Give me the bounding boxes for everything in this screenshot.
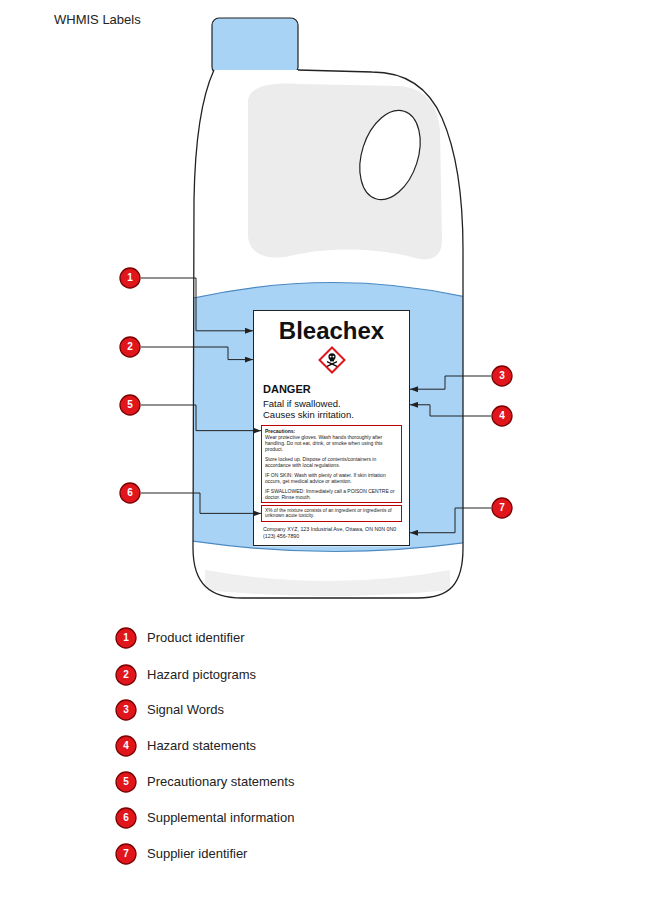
callout-circle bbox=[120, 337, 140, 357]
precautionary-statement: Store locked up. Dispose of contents/con… bbox=[265, 456, 398, 468]
key-number: 5 bbox=[115, 771, 137, 793]
diagram-title: WHMIS Labels bbox=[54, 12, 141, 28]
callout-number: 3 bbox=[491, 365, 513, 387]
key-number: 6 bbox=[115, 807, 137, 829]
legend-description: Hazard pictograms bbox=[147, 667, 256, 683]
legend-description: Precautionary statements bbox=[147, 774, 294, 790]
label-ground bbox=[253, 310, 410, 546]
leader-arrow bbox=[410, 376, 491, 389]
key-number: 2 bbox=[115, 664, 137, 686]
callout-circle bbox=[116, 772, 136, 792]
key-number: 5 bbox=[115, 771, 137, 793]
key-number: 2 bbox=[115, 664, 137, 686]
callout-number: 6 bbox=[119, 482, 141, 504]
leader-arrow bbox=[141, 278, 253, 331]
leader-arrow bbox=[141, 405, 261, 431]
skull-jaw bbox=[330, 358, 334, 361]
callout-circle bbox=[116, 628, 136, 648]
legend-description: Supplemental information bbox=[147, 810, 294, 826]
leader-arrow bbox=[410, 508, 491, 533]
callout-number: 4 bbox=[491, 405, 513, 427]
callout-circle bbox=[116, 808, 136, 828]
supplemental-box: X% of the mixture consists of an ingredi… bbox=[261, 505, 402, 523]
key-number: 7 bbox=[115, 843, 137, 865]
callout-circle bbox=[120, 268, 140, 288]
precautionary-statement: Wear protective gloves. Wash hands thoro… bbox=[265, 434, 398, 452]
hazard-pictogram bbox=[318, 346, 346, 374]
supplier-identifier: Company XYZ, 123 Industrial Ave, Ottawa,… bbox=[261, 526, 402, 539]
callout-number: 6 bbox=[119, 482, 141, 504]
key-number: 3 bbox=[115, 699, 137, 721]
key-number: 6 bbox=[115, 807, 137, 829]
callout-circle bbox=[116, 700, 136, 720]
key-number: 4 bbox=[115, 735, 137, 757]
key-number: 1 bbox=[115, 627, 137, 649]
bottom-highlight bbox=[205, 570, 450, 596]
callout-number: 7 bbox=[491, 497, 513, 519]
precautions-heading: Precautions: bbox=[265, 428, 398, 434]
callout-circle bbox=[492, 366, 512, 386]
callout-circle bbox=[492, 406, 512, 426]
product-identifier: Bleachex bbox=[261, 317, 402, 345]
liquid-band bbox=[185, 282, 470, 551]
callout-number: 5 bbox=[119, 394, 141, 416]
bottle-outline bbox=[193, 70, 463, 598]
callout-number: 2 bbox=[119, 336, 141, 358]
bottle-shading bbox=[185, 84, 470, 596]
legend-description: Product identifier bbox=[147, 630, 245, 646]
callout-number: 5 bbox=[119, 394, 141, 416]
skull-eye bbox=[329, 355, 331, 357]
callout-number: 7 bbox=[491, 497, 513, 519]
pictogram-border bbox=[319, 347, 344, 372]
callout-number: 1 bbox=[119, 267, 141, 289]
callout-circle bbox=[120, 395, 140, 415]
key-number: 4 bbox=[115, 735, 137, 757]
callout-circle bbox=[116, 844, 136, 864]
leader-arrow bbox=[141, 493, 261, 513]
key-number: 1 bbox=[115, 627, 137, 649]
crossbone bbox=[327, 361, 336, 365]
bottle-cap bbox=[212, 18, 298, 74]
callout-circle bbox=[492, 498, 512, 518]
callout-number: 1 bbox=[119, 267, 141, 289]
signal-word: DANGER bbox=[261, 383, 402, 396]
callout-circle bbox=[116, 665, 136, 685]
callout-number: 2 bbox=[119, 336, 141, 358]
callout-circle bbox=[116, 736, 136, 756]
legend-description: Supplier identifier bbox=[147, 846, 247, 862]
precautionary-statement: IF SWALLOWED: Immediately call a POISON … bbox=[265, 488, 398, 500]
whmis-label: BleachexDANGER Fatal if swallowed. Causes… bbox=[253, 310, 410, 546]
skull bbox=[328, 353, 335, 360]
key-number: 3 bbox=[115, 699, 137, 721]
leader-arrow bbox=[410, 405, 491, 416]
bottle-handle bbox=[349, 103, 431, 208]
legend-description: Signal Words bbox=[147, 702, 224, 718]
key-number: 7 bbox=[115, 843, 137, 865]
supplemental-text: X% of the mixture consists of an ingredi… bbox=[265, 508, 398, 520]
hazard-statement: Fatal if swallowed. Causes skin irritati… bbox=[261, 399, 365, 421]
callout-number: 3 bbox=[491, 365, 513, 387]
crossbone bbox=[327, 361, 336, 365]
legend-description: Hazard statements bbox=[147, 738, 256, 754]
precautionary-box: Precautions:Wear protective gloves. Wash… bbox=[261, 425, 402, 503]
bottle-highlight bbox=[248, 84, 442, 260]
precautionary-statement: IF ON SKIN: Wash with plenty of water. I… bbox=[265, 472, 398, 484]
callout-number: 4 bbox=[491, 405, 513, 427]
callout-circle bbox=[120, 483, 140, 503]
leader-arrow bbox=[141, 347, 253, 360]
skull-eye bbox=[332, 355, 334, 357]
